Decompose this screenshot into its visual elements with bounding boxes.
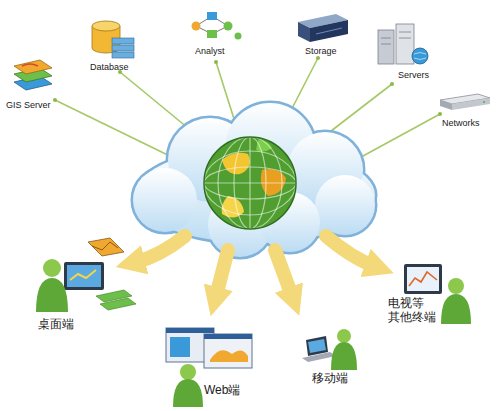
cloud-outline bbox=[133, 103, 375, 257]
web-figure bbox=[166, 328, 252, 407]
resource-label: Analyst bbox=[195, 46, 225, 56]
storage-icon bbox=[298, 14, 348, 42]
servers-icon bbox=[378, 24, 428, 64]
resource-label: Networks bbox=[442, 118, 480, 128]
cloud-fill bbox=[133, 103, 375, 257]
resource-label: GIS Server bbox=[6, 100, 51, 110]
desktop-figure bbox=[36, 238, 136, 312]
delivery-arrows bbox=[136, 236, 374, 296]
terminal-label: 电视等 其他终端 bbox=[388, 297, 440, 325]
terminal-label: 桌面端 bbox=[38, 318, 74, 332]
analyst-icon bbox=[192, 12, 242, 40]
resource-label: Storage bbox=[305, 46, 337, 56]
terminal-label: 移动端 bbox=[312, 372, 348, 386]
globe bbox=[204, 137, 296, 229]
database-icon bbox=[92, 21, 134, 58]
networks-icon bbox=[440, 94, 490, 110]
resource-label: Database bbox=[90, 62, 129, 72]
mobile-figure bbox=[302, 329, 357, 370]
resource-label: Servers bbox=[398, 70, 429, 80]
gis-server-icon bbox=[14, 60, 52, 90]
terminal-label: Web端 bbox=[204, 384, 240, 398]
